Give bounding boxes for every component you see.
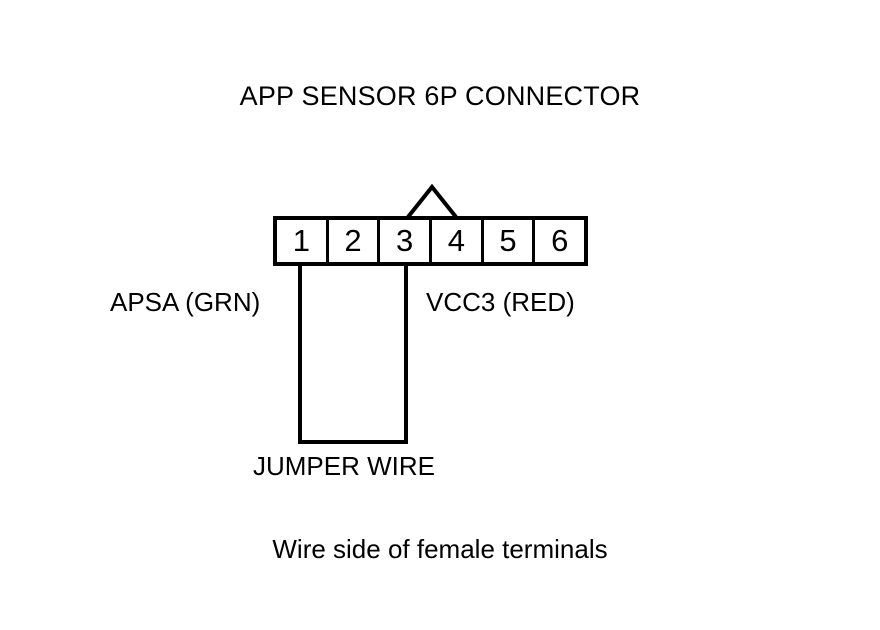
pin-cavity-6[interactable]: 6 bbox=[535, 220, 584, 262]
connector-housing: 1 2 3 4 5 6 bbox=[273, 216, 588, 266]
diagram-title: APP SENSOR 6P CONNECTOR bbox=[239, 81, 641, 111]
notch-triangle-icon bbox=[406, 183, 458, 219]
pin-number-label: 4 bbox=[447, 222, 465, 258]
connector-keyway-notch bbox=[406, 183, 458, 219]
pin-number-label: 5 bbox=[499, 222, 517, 258]
pin-number-label: 6 bbox=[551, 222, 569, 258]
wire-label-vcc3: VCC3 (RED) bbox=[426, 287, 575, 317]
pin-number-label: 1 bbox=[292, 222, 310, 258]
pin-cavity-2[interactable]: 2 bbox=[329, 220, 381, 262]
pin-number-label: 3 bbox=[396, 222, 414, 258]
jumper-wire-label: JUMPER WIRE bbox=[253, 451, 435, 481]
pin-cavity-3[interactable]: 3 bbox=[380, 220, 433, 262]
pin-cavity-5[interactable]: 5 bbox=[484, 220, 536, 262]
diagram-caption: Wire side of female terminals bbox=[272, 534, 608, 564]
pin-cavity-4[interactable]: 4 bbox=[432, 220, 484, 262]
wire-label-apsa: APSA (GRN) bbox=[110, 287, 261, 317]
pin-cavity-1[interactable]: 1 bbox=[277, 220, 329, 262]
pin-number-label: 2 bbox=[344, 222, 362, 258]
jumper-wire-path bbox=[298, 264, 408, 444]
